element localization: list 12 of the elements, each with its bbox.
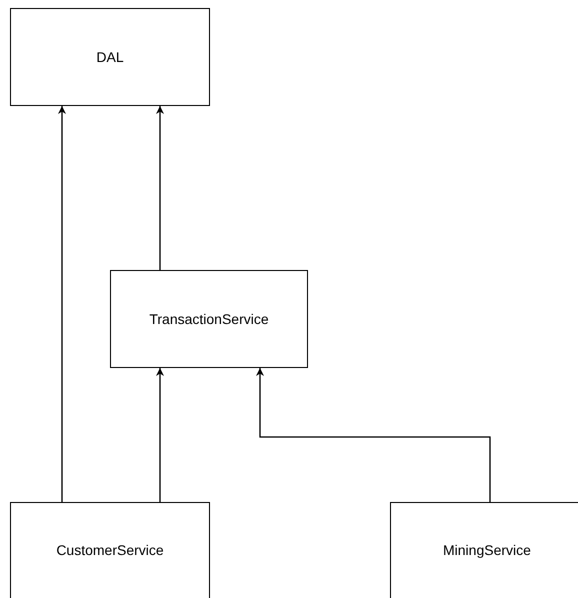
arrow (256, 368, 491, 502)
process-box (10, 8, 210, 106)
box-label: MiningService (443, 542, 531, 558)
process-box (10, 502, 210, 598)
box-label: TransactionService (149, 311, 269, 327)
arrow (156, 368, 164, 502)
arrow (58, 106, 66, 502)
box-label: CustomerService (56, 542, 164, 558)
box-label: DAL (96, 49, 124, 65)
process-box (390, 502, 578, 598)
arrow (156, 106, 164, 270)
process-box (110, 270, 308, 368)
